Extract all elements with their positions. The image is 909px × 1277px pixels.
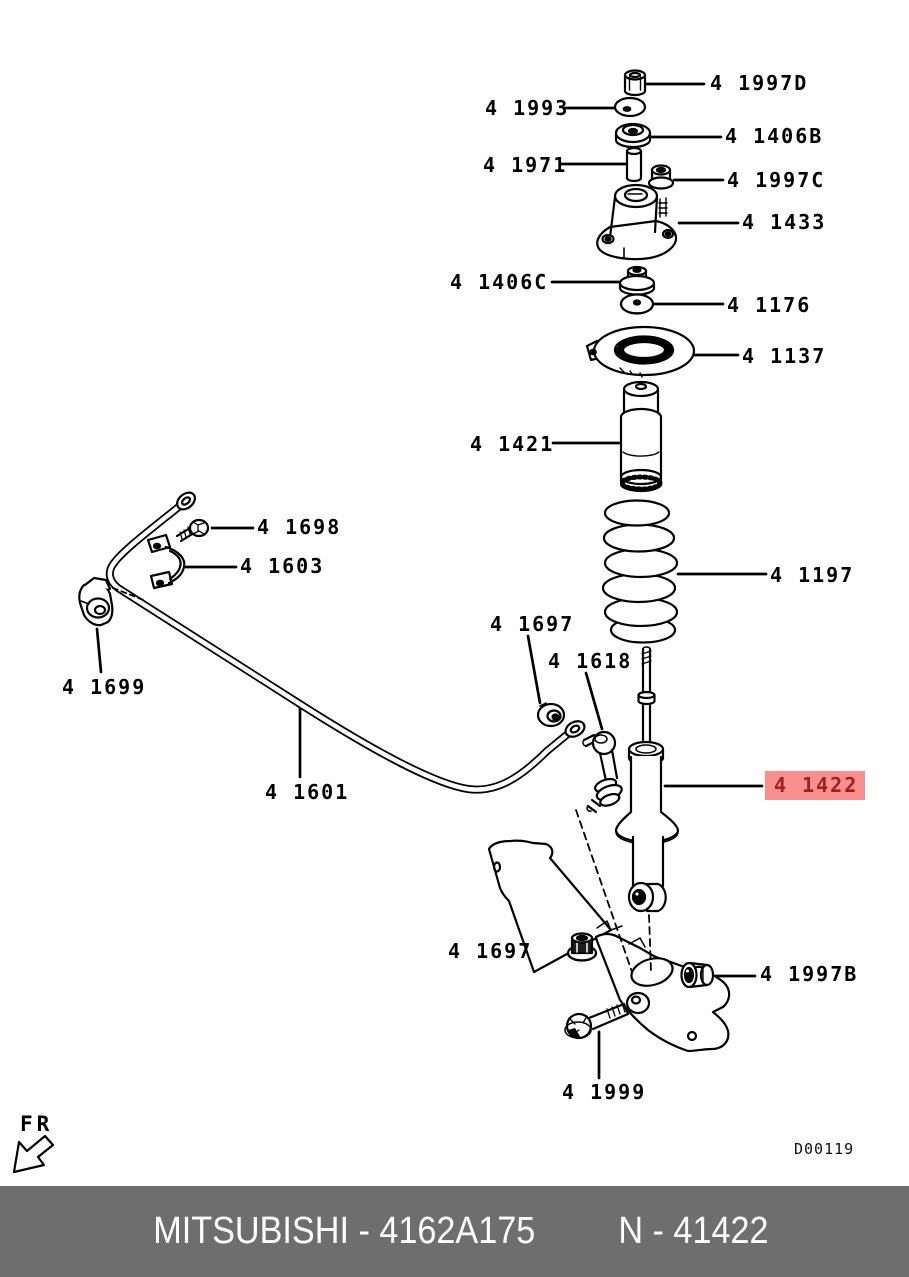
- part-drawing-41421-dust-cover: [619, 380, 663, 493]
- part-drawing-41433-strut-mount: [596, 183, 678, 261]
- part-label-41197[interactable]: 4 1197: [770, 563, 855, 587]
- part-drawing-41176-washer: [619, 293, 655, 315]
- part-label-41697-upper[interactable]: 4 1697: [490, 612, 575, 636]
- part-drawing-41406c-bushing: [618, 265, 656, 296]
- part-label-41406b[interactable]: 4 1406B: [725, 124, 824, 148]
- part-drawing-41601-stabilizer-bar: [105, 491, 586, 794]
- fr-direction-label: FR: [20, 1112, 54, 1136]
- part-drawing-41999-bolt: [564, 1002, 630, 1040]
- part-drawing-41997d-nut: [623, 69, 647, 97]
- part-drawing-41406b-bushing: [614, 122, 652, 149]
- part-label-41698[interactable]: 4 1698: [257, 515, 342, 539]
- part-label-41971[interactable]: 4 1971: [483, 153, 568, 177]
- part-label-41601[interactable]: 4 1601: [265, 780, 350, 804]
- part-drawing-41603-bracket: [146, 533, 186, 590]
- part-label-41997d[interactable]: 4 1997D: [710, 71, 809, 95]
- part-label-41433[interactable]: 4 1433: [742, 210, 827, 234]
- fr-arrow-icon: [12, 1134, 55, 1174]
- leader-41697-upper: [526, 634, 542, 705]
- part-drawing-41997c-nut: [647, 164, 675, 190]
- part-label-41137[interactable]: 4 1137: [742, 344, 827, 368]
- alignment-dashed-lines: [575, 809, 652, 973]
- part-label-41603[interactable]: 4 1603: [240, 554, 325, 578]
- part-drawing-41137-spring-seat: [585, 325, 696, 378]
- leader-41618: [584, 671, 604, 731]
- leader-41699: [95, 627, 103, 674]
- part-drawing-41698-bolt: [175, 518, 210, 543]
- part-label-41997b[interactable]: 4 1997B: [760, 962, 859, 986]
- drawing-code: D00119: [794, 1140, 855, 1158]
- leader-lines: [95, 82, 768, 1080]
- part-label-41997c[interactable]: 4 1997C: [727, 168, 826, 192]
- footer-part-number: N - 41422: [618, 1210, 769, 1252]
- part-drawing-41971-pin: [625, 146, 643, 183]
- part-drawing-41422-shock-absorber: [614, 646, 680, 913]
- part-drawing-41699-bushing: [78, 576, 147, 627]
- part-label-41993[interactable]: 4 1993: [485, 96, 570, 120]
- footer-brand-part: MITSUBISHI - 4162A175: [153, 1210, 536, 1252]
- part-label-41697-lower[interactable]: 4 1697: [448, 939, 533, 963]
- part-drawing-41997b-nut: [680, 961, 715, 989]
- part-label-41421[interactable]: 4 1421: [470, 432, 555, 456]
- part-label-41699[interactable]: 4 1699: [62, 675, 147, 699]
- part-drawing-41618-link: [582, 730, 623, 814]
- part-drawing-41697-upper-bushing: [536, 702, 566, 728]
- part-drawing-41993-washer: [613, 96, 647, 118]
- footer-banner: MITSUBISHI - 4162A175 N - 41422: [0, 1186, 909, 1277]
- part-label-41999[interactable]: 4 1999: [562, 1080, 647, 1104]
- part-label-41406c[interactable]: 4 1406C: [450, 270, 549, 294]
- part-drawing-41697-lower-nut: [566, 932, 598, 962]
- part-label-41618[interactable]: 4 1618: [548, 649, 633, 673]
- part-drawing-41197-coil-spring: [601, 499, 679, 644]
- part-label-41176[interactable]: 4 1176: [727, 293, 812, 317]
- part-label-41422-highlighted[interactable]: 4 1422: [765, 771, 866, 800]
